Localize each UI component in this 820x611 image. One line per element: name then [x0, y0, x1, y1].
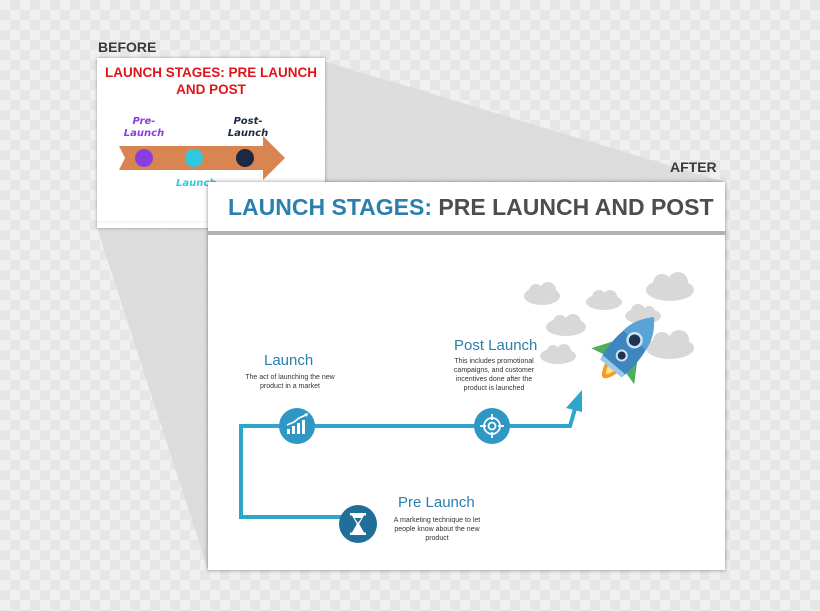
before-pre-dot [135, 149, 153, 167]
launch-diagram [239, 272, 694, 543]
cloud [586, 290, 622, 310]
hourglass-icon [350, 513, 366, 535]
launch-stage-icon [279, 408, 315, 444]
before-launch-label: Launch [176, 178, 217, 189]
pre-launch-stage-icon [339, 505, 377, 543]
after-slide-title: LAUNCH STAGES: PRE LAUNCH AND POST [228, 194, 714, 220]
growth-chart-icon [286, 413, 308, 434]
post-launch-stage-description: This includes promotional campaigns, and… [453, 358, 535, 392]
post-launch-stage-title: Post Launch [454, 337, 538, 354]
cloud [524, 282, 560, 305]
rocket-icon [591, 317, 655, 385]
launch-stage-title: Launch [264, 352, 314, 369]
stage-path-line [239, 401, 579, 519]
pre-launch-stage-description: A marketing technique to let people know… [393, 517, 481, 542]
cloud [540, 344, 576, 364]
cloud [646, 272, 694, 301]
target-icon [480, 414, 504, 438]
before-slide-title: LAUNCH STAGES: PRE LAUNCH AND POST [105, 65, 317, 97]
after-slide: LAUNCH STAGES: PRE LAUNCH AND POST [208, 182, 725, 570]
before-post-launch-label: Post-Launch [227, 116, 269, 139]
cloud [546, 314, 586, 336]
after-title-bar: LAUNCH STAGES: PRE LAUNCH AND POST [208, 182, 725, 232]
before-launch-dot [185, 149, 203, 167]
launch-stage-description: The act of launching the new product in … [245, 374, 335, 390]
before-pre-launch-label: Pre-Launch [123, 116, 165, 139]
pre-launch-stage-title: Pre Launch [398, 494, 475, 511]
title-divider [208, 231, 725, 235]
after-label: AFTER [670, 159, 717, 175]
cloud [646, 330, 694, 359]
post-launch-stage-icon [474, 408, 510, 444]
before-post-dot [236, 149, 254, 167]
cloud-cluster [524, 272, 694, 364]
before-label: BEFORE [98, 39, 157, 55]
path-arrowhead [566, 390, 582, 412]
